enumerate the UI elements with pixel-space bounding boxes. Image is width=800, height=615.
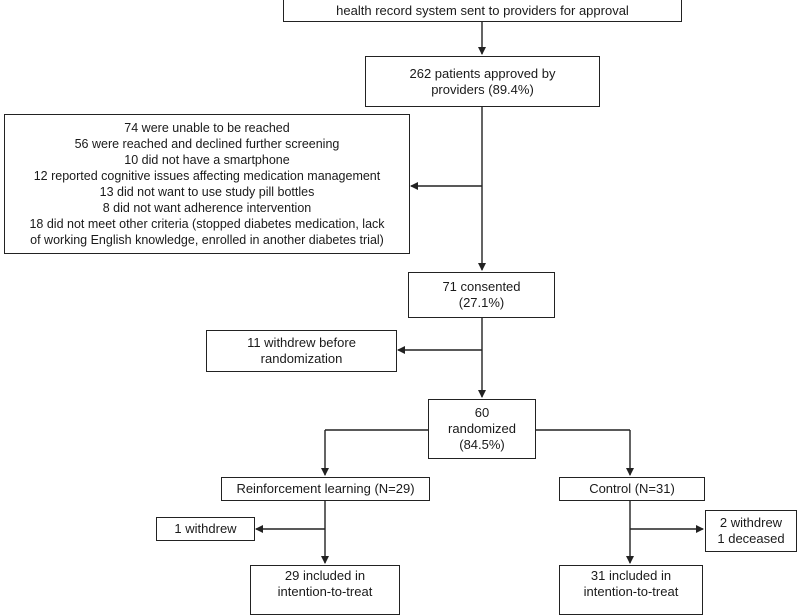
node-text: intention-to-treat: [583, 584, 679, 599]
node-control-itt: 31 included in intention-to-treat: [559, 565, 703, 615]
node-text: 18 did not meet other criteria (stopped …: [29, 217, 385, 231]
node-text: randomization: [260, 351, 343, 366]
node-excluded: 74 were unable to be reached 56 were rea…: [4, 114, 410, 254]
connector-layer: [255, 22, 704, 564]
node-text: 56 were reached and declined further scr…: [74, 137, 340, 151]
node-text: 10 did not have a smartphone: [124, 153, 290, 167]
node-text: 71 consented: [442, 279, 521, 294]
node-text: 31 included in: [590, 568, 672, 583]
node-text: 2 withdrew: [719, 515, 783, 530]
node-sent-for-approval: health record system sent to providers f…: [283, 0, 682, 22]
node-rl-arm: Reinforcement learning (N=29): [221, 477, 430, 501]
node-text: 12 reported cognitive issues affecting m…: [33, 169, 381, 183]
node-approved: 262 patients approved by providers (89.4…: [365, 56, 600, 107]
node-withdrew-before-randomization: 11 withdrew before randomization: [206, 330, 397, 372]
node-text: 13 did not want to use study pill bottle…: [99, 185, 315, 199]
node-randomized: 60 randomized (84.5%): [428, 399, 536, 459]
node-control-arm: Control (N=31): [559, 477, 705, 501]
node-text: (27.1%): [458, 295, 505, 310]
node-text: (84.5%): [459, 437, 505, 452]
node-text: providers (89.4%): [431, 81, 534, 97]
node-consented: 71 consented (27.1%): [408, 272, 555, 318]
node-control-withdrew: 2 withdrew 1 deceased: [705, 510, 797, 552]
node-text: Reinforcement learning (N=29): [236, 481, 415, 496]
node-rl-withdrew: 1 withdrew: [156, 517, 255, 541]
node-text: 74 were unable to be reached: [124, 121, 290, 135]
node-text: 60: [474, 405, 490, 420]
node-text: 262 patients approved by: [409, 65, 556, 81]
node-text: Control (N=31): [589, 481, 675, 496]
node-text: 1 deceased: [717, 531, 785, 546]
node-text: 11 withdrew before: [247, 335, 356, 350]
node-rl-itt: 29 included in intention-to-treat: [250, 565, 400, 615]
node-text: 29 included in: [284, 568, 366, 583]
node-text: 1 withdrew: [174, 521, 237, 536]
node-text: 8 did not want adherence intervention: [102, 201, 312, 215]
node-text: health record system sent to providers f…: [336, 3, 629, 18]
node-text: randomized: [448, 421, 516, 436]
node-text: intention-to-treat: [277, 584, 373, 599]
node-text: of working English knowledge, enrolled i…: [30, 233, 384, 247]
